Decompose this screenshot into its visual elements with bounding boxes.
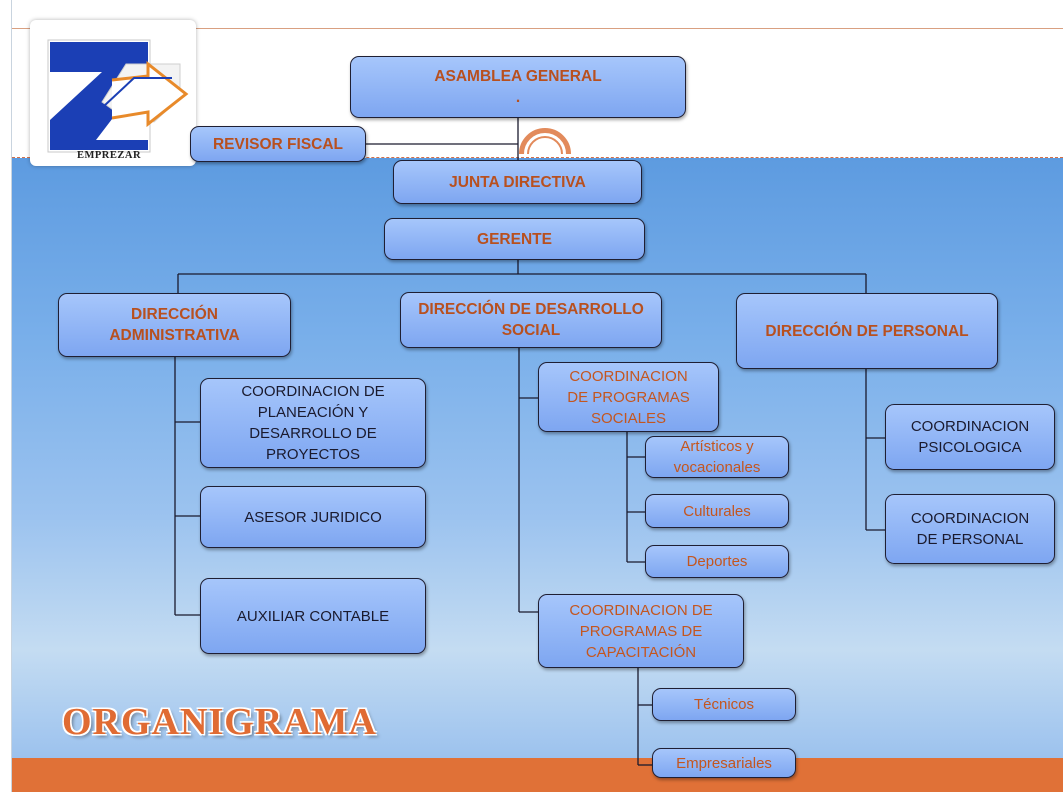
emprezar-logo (30, 20, 196, 166)
node-label: DIRECCIÓN DE DESARROLLO SOCIAL (418, 301, 644, 339)
node-label: Artísticos y vocacionales (673, 438, 761, 476)
node-coordinacion-psicologica[interactable]: COORDINACION PSICOLOGICA (885, 404, 1055, 470)
node-label: DIRECCIÓN DE PERSONAL (765, 322, 969, 340)
node-label: REVISOR FISCAL (212, 135, 344, 153)
logo-mark-icon (47, 39, 189, 153)
node-coordinacion-programas-sociales[interactable]: COORDINACION DE PROGRAMAS SOCIALES (538, 362, 719, 432)
node-asamblea-general[interactable]: ASAMBLEA GENERAL . (350, 56, 686, 118)
left-rule (11, 0, 12, 801)
node-label: ASAMBLEA GENERAL . (434, 68, 602, 106)
node-deportes[interactable]: Deportes (645, 545, 789, 578)
node-label: Deportes (686, 553, 748, 570)
node-coordinacion-capacitacion[interactable]: COORDINACION DE PROGRAMAS DE CAPACITACIÓ… (538, 594, 744, 668)
page-title: ORGANIGRAMA (62, 701, 377, 743)
node-asesor-juridico[interactable]: ASESOR JURIDICO (200, 486, 426, 548)
node-auxiliar-contable[interactable]: AUXILIAR CONTABLE (200, 578, 426, 654)
node-label: Técnicos (693, 696, 755, 713)
node-culturales[interactable]: Culturales (645, 494, 789, 528)
logo-text: EMPREZAR (76, 150, 142, 161)
node-label: COORDINACION PSICOLOGICA (910, 418, 1030, 456)
node-tecnicos[interactable]: Técnicos (652, 688, 796, 721)
node-label: COORDINACION DE PERSONAL (910, 510, 1030, 548)
node-label: JUNTA DIRECTIVA (449, 173, 586, 191)
node-label: COORDINACION DE PLANEACIÓN Y DESARROLLO … (241, 383, 385, 463)
node-artisticos-vocacionales[interactable]: Artísticos y vocacionales (645, 436, 789, 478)
bottom-margin (0, 792, 1063, 801)
node-gerente[interactable]: GERENTE (384, 218, 645, 260)
node-label: ASESOR JURIDICO (244, 508, 382, 526)
node-junta-directiva[interactable]: JUNTA DIRECTIVA (393, 160, 642, 204)
node-direccion-personal[interactable]: DIRECCIÓN DE PERSONAL (736, 293, 998, 369)
bottom-orange-band (12, 758, 1063, 792)
node-label: AUXILIAR CONTABLE (236, 607, 390, 625)
node-empresariales[interactable]: Empresariales (652, 748, 796, 778)
node-coordinacion-planeacion[interactable]: COORDINACION DE PLANEACIÓN Y DESARROLLO … (200, 378, 426, 468)
node-label: DIRECCIÓN ADMINISTRATIVA (109, 306, 240, 344)
node-label: Culturales (683, 502, 751, 520)
node-label: GERENTE (477, 230, 552, 248)
node-direccion-desarrollo-social[interactable]: DIRECCIÓN DE DESARROLLO SOCIAL (400, 292, 662, 348)
node-label: Empresariales (676, 754, 772, 772)
node-label: COORDINACION DE PROGRAMAS SOCIALES (567, 367, 690, 427)
node-direccion-administrativa[interactable]: DIRECCIÓN ADMINISTRATIVA (58, 293, 291, 357)
node-coordinacion-personal[interactable]: COORDINACION DE PERSONAL (885, 494, 1055, 564)
node-revisor-fiscal[interactable]: REVISOR FISCAL (190, 126, 366, 162)
dashed-divider (12, 157, 1063, 158)
node-label: COORDINACION DE PROGRAMAS DE CAPACITACIÓ… (569, 601, 713, 661)
